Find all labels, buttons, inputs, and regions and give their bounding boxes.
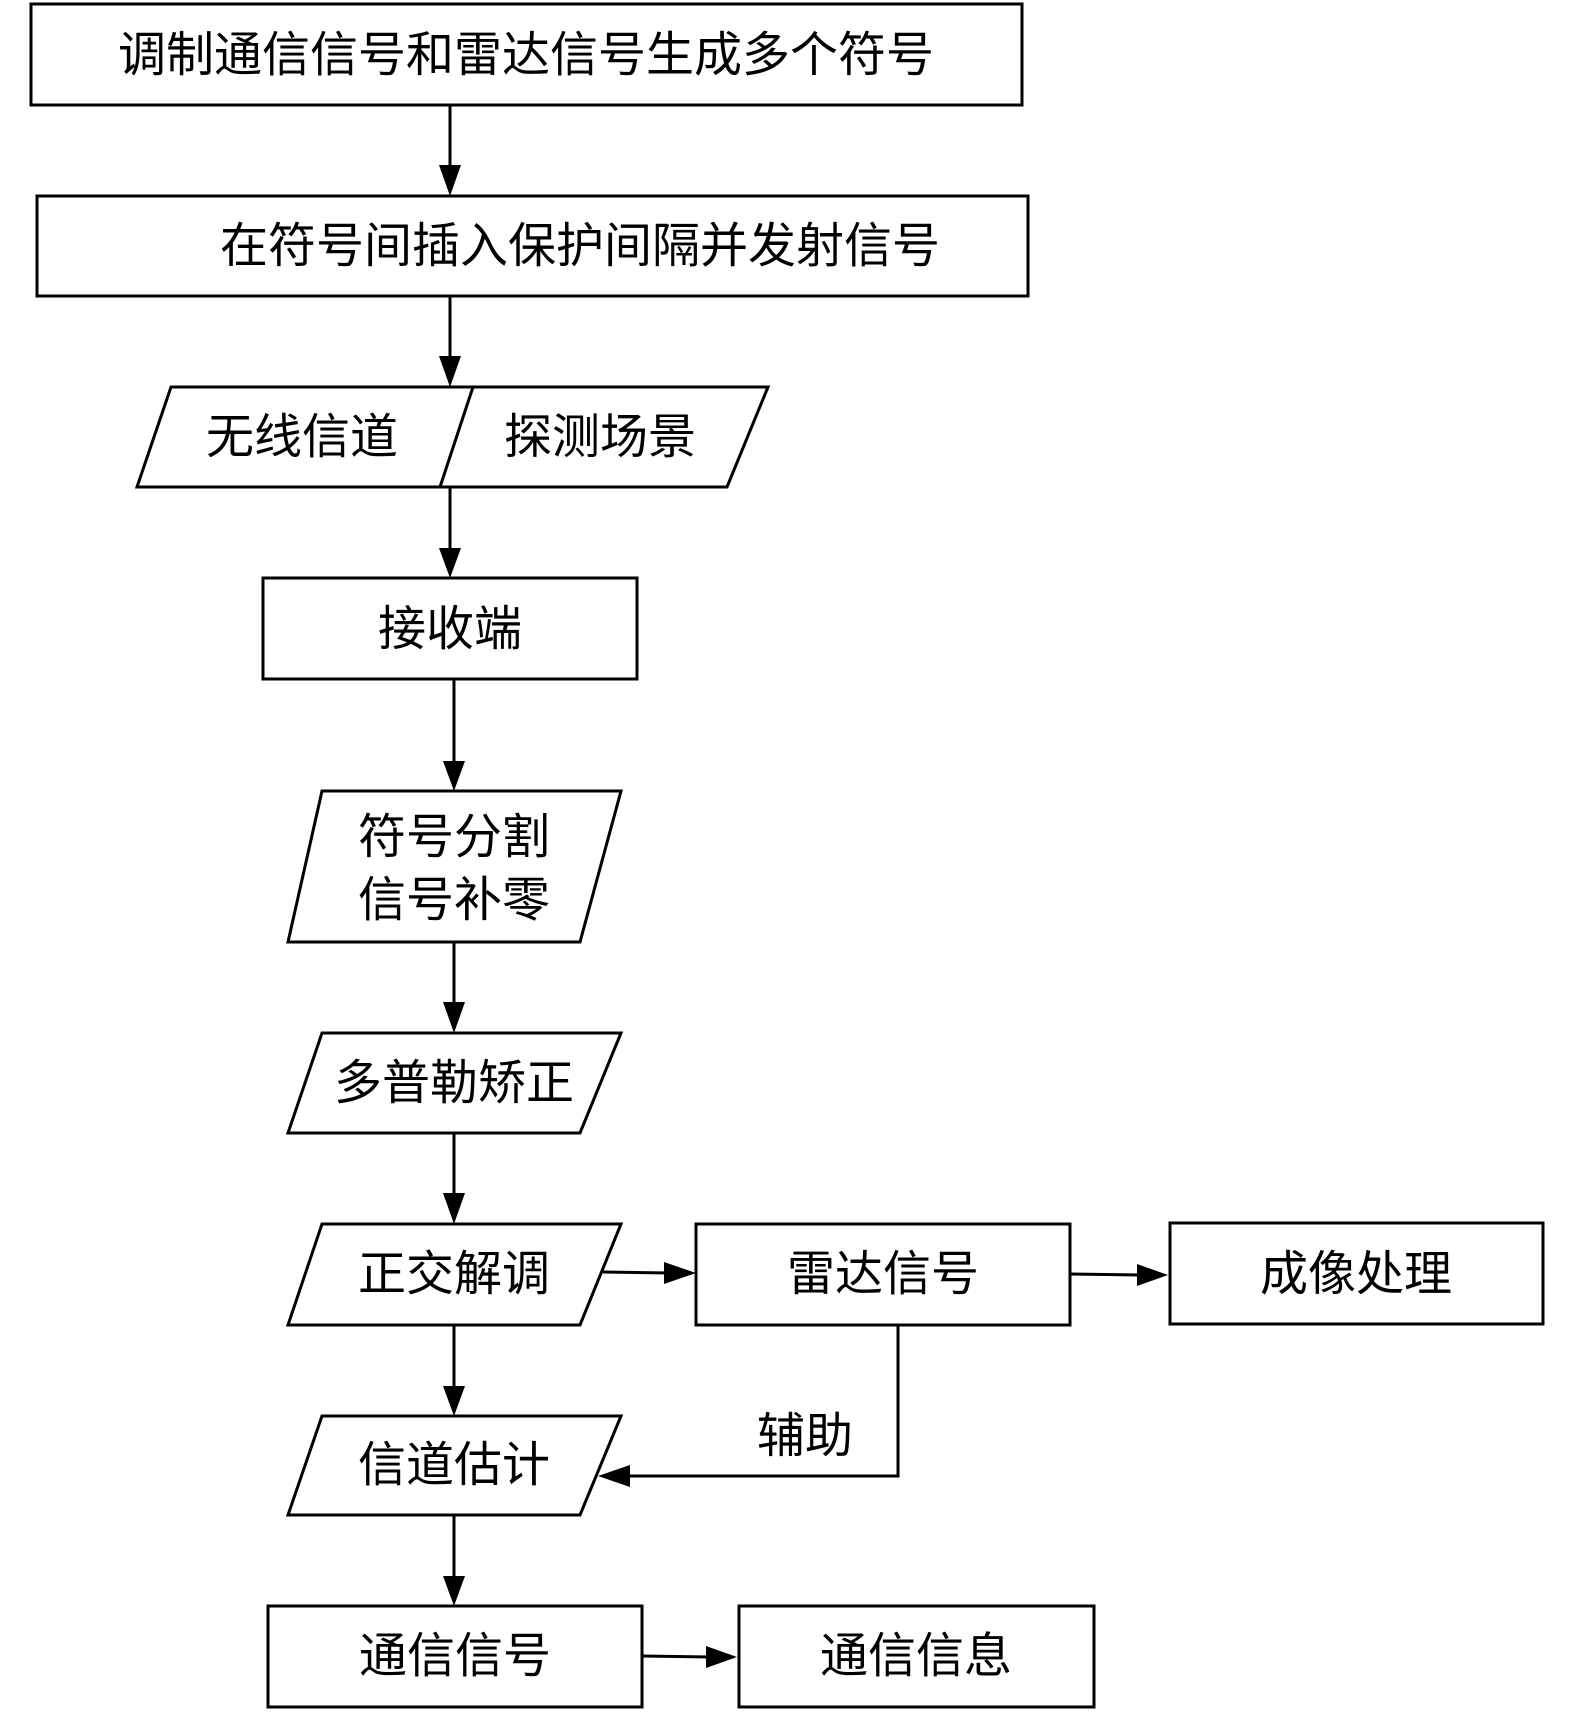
edge-demod-to-channel-estimation <box>443 1325 465 1416</box>
node-doppler-correction-label: 多普勒矫正 <box>334 1055 574 1111</box>
edge-doppler-to-demod <box>443 1133 465 1224</box>
node-comm-signal: 通信信号 <box>266 1604 644 1709</box>
edge-receiver-to-symbol-split <box>443 679 465 791</box>
node-imaging-label: 成像处理 <box>1260 1246 1452 1302</box>
edge-modulate-to-insert-guard <box>439 105 461 196</box>
node-channel-estimation-label: 信道估计 <box>358 1437 550 1493</box>
node-receiver-label: 接收端 <box>378 601 522 657</box>
node-wireless-channel-label: 无线信道 <box>206 409 398 465</box>
node-channel-estimation: 信道估计 <box>285 1414 624 1517</box>
node-doppler-correction-shape <box>285 1031 624 1135</box>
node-comm-signal-box <box>266 1604 644 1709</box>
arrowhead-icon <box>443 1002 465 1033</box>
node-channel-estimation-shape <box>285 1414 624 1517</box>
node-channel-scene-shape <box>134 385 771 489</box>
node-modulate-label: 调制通信信号和雷达信号生成多个符号 <box>118 27 934 83</box>
edge-comm-signal-to-comm-info <box>641 1646 737 1668</box>
edge-line <box>641 1654 711 1659</box>
node-quadrature-demod: 正交解调 <box>285 1222 624 1327</box>
node-comm-info: 通信信息 <box>737 1604 1096 1709</box>
edge-radar-assist-channel-estimation: 辅助 <box>598 1325 900 1487</box>
edge-channel-to-receiver <box>439 487 461 578</box>
node-symbol-split-label-line2: 信号补零 <box>358 872 550 928</box>
node-quadrature-demod-shape <box>285 1222 624 1327</box>
arrowhead-icon <box>598 1465 630 1487</box>
arrowhead-icon <box>664 1262 696 1284</box>
node-receiver-box <box>261 576 639 681</box>
node-insert-guard-label: 在符号间插入保护间隔并发射信号 <box>220 218 940 274</box>
arrowhead-icon <box>439 165 461 196</box>
node-receiver: 接收端 <box>261 576 639 681</box>
edge-line <box>1069 1272 1141 1277</box>
arrowhead-icon <box>1137 1264 1168 1286</box>
node-imaging: 成像处理 <box>1168 1221 1545 1326</box>
arrowhead-icon <box>439 548 461 578</box>
edge-demod-to-radar-signal <box>602 1262 696 1284</box>
arrowhead-icon <box>443 761 465 791</box>
node-symbol-split-label-line1: 符号分割 <box>358 809 550 865</box>
node-insert-guard-box <box>35 194 1030 298</box>
node-symbol-split-shape <box>286 789 623 944</box>
node-detection-scene-label: 探测场景 <box>504 409 696 465</box>
arrowhead-icon <box>443 1386 465 1416</box>
edge-insert-guard-to-channel <box>439 296 461 387</box>
arrowhead-icon <box>706 1646 737 1668</box>
arrowhead-icon <box>439 356 461 387</box>
node-comm-info-label: 通信信息 <box>820 1628 1012 1684</box>
arrowhead-icon <box>443 1193 465 1224</box>
edge-line <box>602 1270 671 1275</box>
node-radar-signal: 雷达信号 <box>694 1222 1072 1327</box>
edge-symbol-split-to-doppler <box>443 942 465 1033</box>
node-symbol-split: 符号分割 信号补零 <box>286 789 623 944</box>
node-radar-signal-label: 雷达信号 <box>787 1246 979 1302</box>
node-comm-info-box <box>737 1604 1096 1709</box>
node-insert-guard: 在符号间插入保护间隔并发射信号 <box>35 194 1030 298</box>
node-quadrature-demod-label: 正交解调 <box>358 1246 550 1302</box>
node-modulate-box <box>29 2 1024 107</box>
node-comm-signal-label: 通信信号 <box>359 1628 551 1684</box>
edge-channel-estimation-to-comm-signal <box>443 1515 465 1606</box>
edge-line <box>625 1325 900 1478</box>
node-imaging-box <box>1168 1221 1545 1326</box>
node-channel-scene: 无线信道 探测场景 <box>134 385 771 489</box>
edge-radar-to-imaging <box>1069 1264 1168 1286</box>
split-divider <box>438 386 475 488</box>
edge-assist-label: 辅助 <box>757 1408 853 1464</box>
node-doppler-correction: 多普勒矫正 <box>285 1031 624 1135</box>
node-modulate: 调制通信信号和雷达信号生成多个符号 <box>29 2 1024 107</box>
arrowhead-icon <box>443 1576 465 1606</box>
node-radar-signal-box <box>694 1222 1072 1327</box>
